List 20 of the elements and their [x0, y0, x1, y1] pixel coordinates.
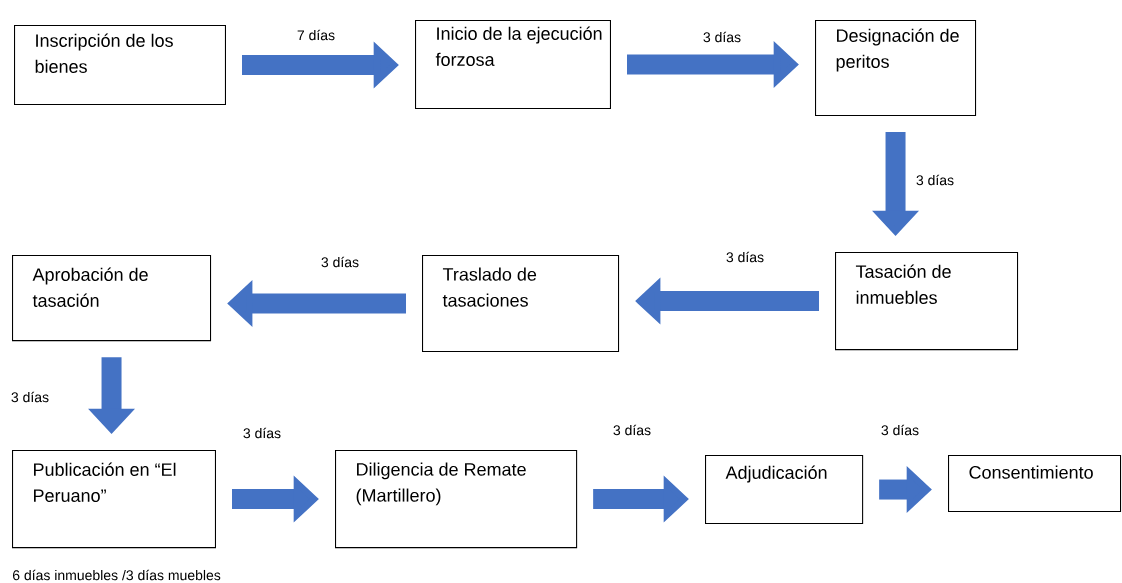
process-box: Traslado de tasaciones	[422, 255, 620, 353]
edge-label: 3 días	[879, 423, 921, 437]
edge-label: 3 días	[701, 30, 743, 44]
process-box: Consentimiento	[948, 455, 1122, 513]
process-box: Diligencia de Remate (Martillero)	[335, 450, 578, 549]
edge-label: 3 días	[611, 423, 653, 437]
process-box: Designación de peritos	[815, 20, 977, 116]
edge-label: 3 días	[241, 426, 283, 440]
process-box: Publicación en “El Peruano”	[12, 450, 216, 549]
process-box: Adjudicación	[705, 455, 864, 525]
edge-label: 3 días	[9, 390, 51, 404]
edge-label: 3 días	[914, 173, 956, 187]
process-box: Inicio de la ejecución forzosa	[415, 20, 611, 110]
edge-label: 7 días	[295, 28, 337, 42]
duration-note: 6 días inmuebles /3 días muebles	[13, 569, 221, 581]
process-box: Tasación de inmuebles	[835, 252, 1019, 351]
process-box: Aprobación de tasación	[12, 255, 212, 342]
process-box: Inscripción de los bienes	[14, 25, 226, 105]
edge-label: 3 días	[319, 255, 361, 269]
edge-label: 3 días	[724, 250, 766, 264]
